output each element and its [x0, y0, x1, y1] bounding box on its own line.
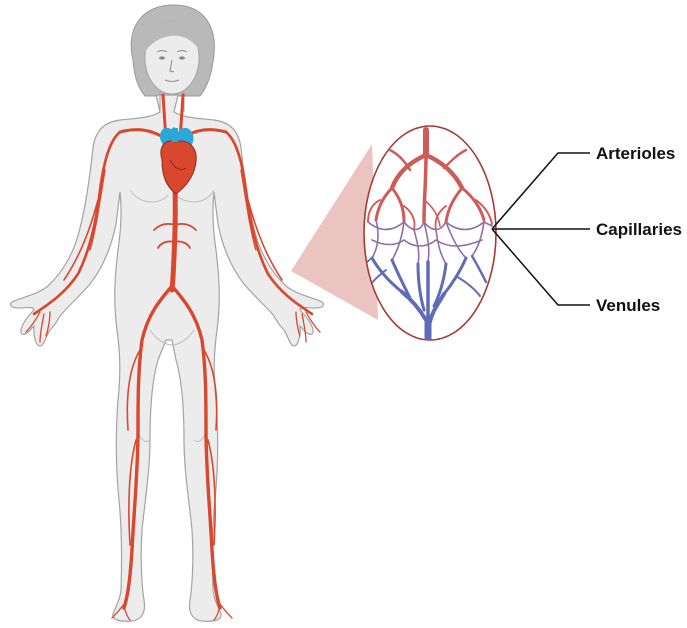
leader-venules	[492, 229, 590, 305]
label-venules: Venules	[596, 296, 660, 315]
human-body-icon	[11, 5, 324, 621]
leader-lines	[492, 153, 590, 305]
label-arterioles: Arterioles	[596, 144, 675, 163]
label-capillaries: Capillaries	[596, 220, 682, 239]
leader-arterioles	[492, 153, 590, 229]
